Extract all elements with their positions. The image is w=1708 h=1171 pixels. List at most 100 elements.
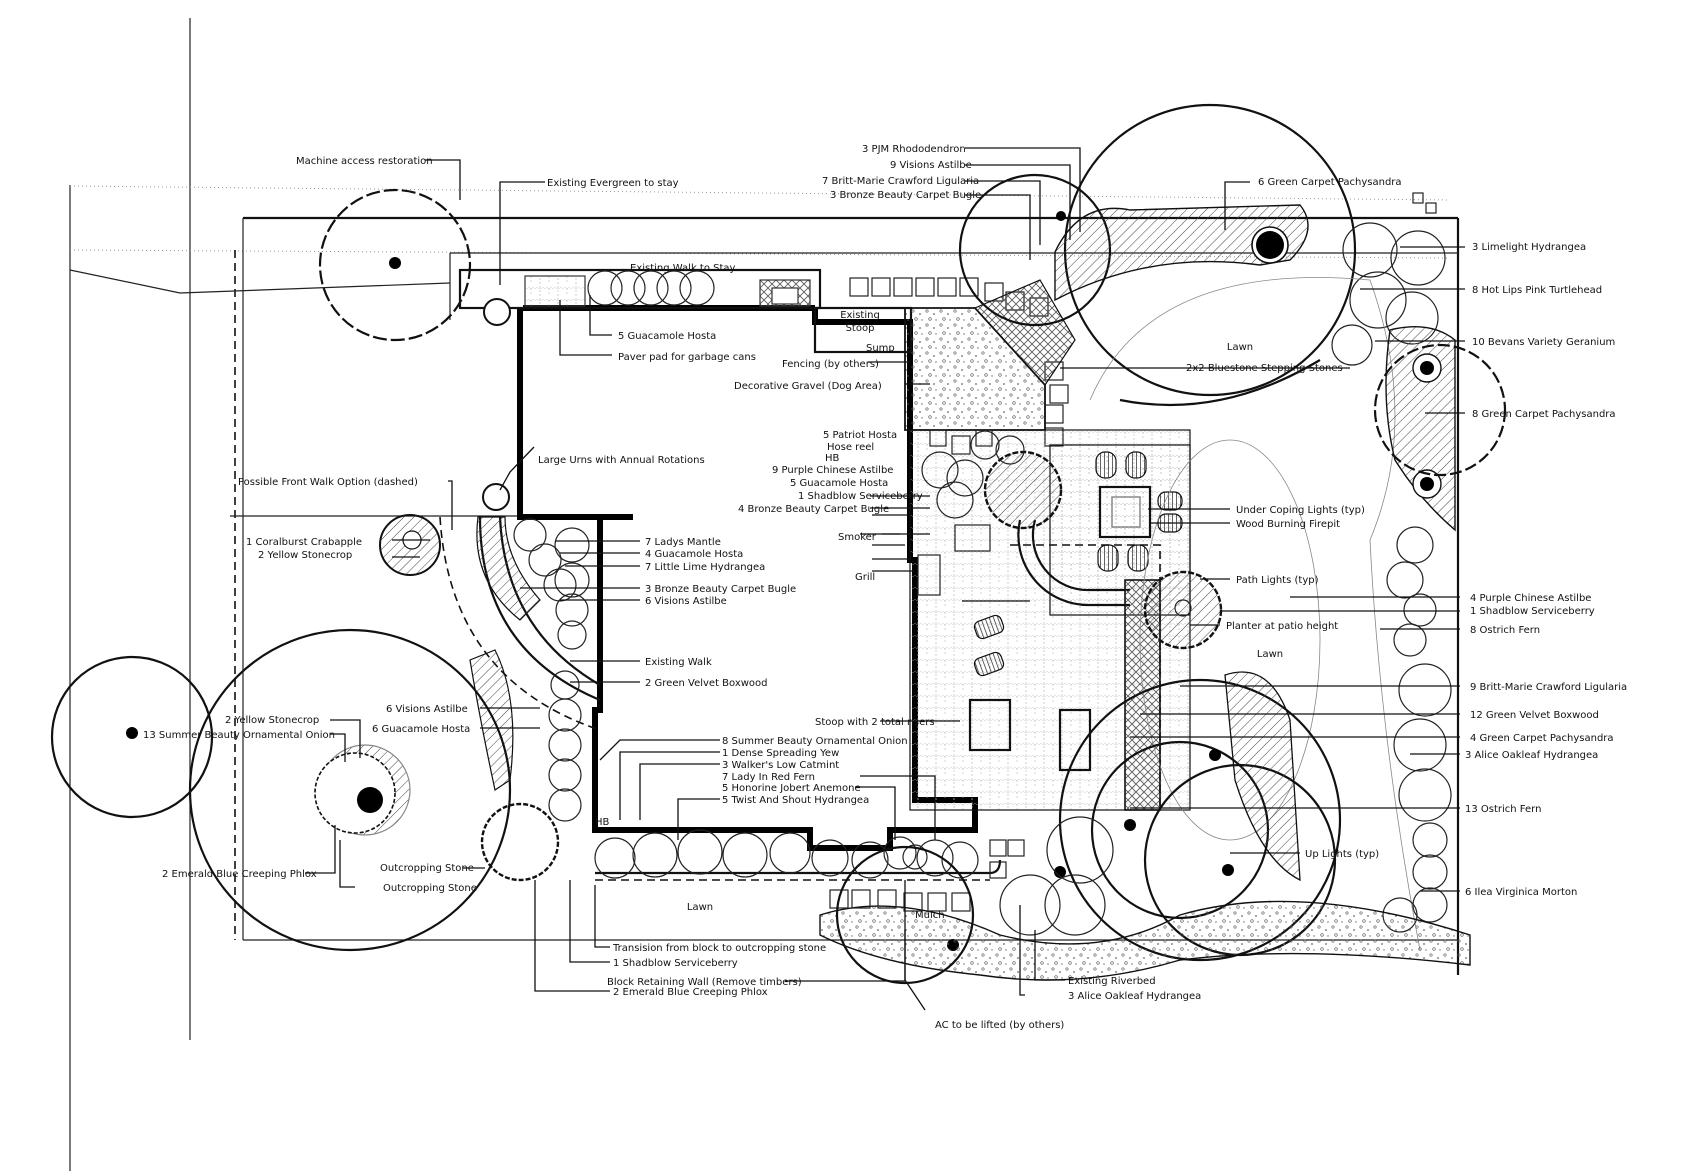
patio-north-shrubs [921, 429, 1025, 519]
label: 5 Honorine Jobert Anemone [722, 783, 861, 794]
label: 9 Britt-Marie Crawford Ligularia [1470, 682, 1627, 693]
south-bed [594, 829, 1025, 985]
label: 6 Green Carpet Pachysandra [1258, 177, 1402, 188]
label: 9 Purple Chinese Astilbe [772, 465, 893, 476]
existing-riverbed [819, 900, 1471, 981]
label: 8 Green Carpet Pachysandra [1472, 409, 1616, 420]
label: 9 Visions Astilbe [890, 160, 972, 171]
label: Up Lights (typ) [1305, 849, 1379, 860]
label: 3 Alice Oakleaf Hydrangea [1465, 750, 1598, 761]
label: 3 Alice Oakleaf Hydrangea [1068, 991, 1201, 1002]
curved-seat-wall [1017, 519, 1130, 607]
label: AC to be lifted (by others) [935, 1020, 1064, 1031]
label: 7 Ladys Mantle [645, 537, 721, 548]
label: 2 Emerald Blue Creeping Phlox [162, 869, 317, 880]
label: 6 Visions Astilbe [386, 704, 468, 715]
label: Outcropping Stone [383, 883, 477, 894]
label: Wood Burning Firepit [1236, 519, 1340, 530]
label: Block Retaining Wall (Remove timbers) [607, 977, 802, 988]
label: Existing Walk [645, 657, 712, 668]
label: 13 Ostrich Fern [1465, 804, 1541, 815]
label: Existing Evergreen to stay [547, 178, 679, 189]
front-bed [379, 298, 601, 882]
label: 7 Lady In Red Fern [722, 772, 815, 783]
label: 2 Yellow Stonecrop [225, 715, 319, 726]
lawn-label: Lawn [687, 902, 713, 913]
leader-lines [305, 147, 1465, 1011]
hosta-row [587, 270, 715, 306]
existing-evergreen [318, 188, 472, 342]
label: 4 Purple Chinese Astilbe [1470, 593, 1591, 604]
label: Stoop with 2 total risers [815, 717, 935, 728]
label: Hose reel [827, 442, 874, 453]
label: 6 Ilea Virginica Morton [1465, 887, 1577, 898]
label: 1 Shadblow Serviceberry [1470, 606, 1595, 617]
label: 13 Summer Beauty Ornamental Onion [143, 730, 335, 741]
label: 6 Guacamole Hosta [372, 724, 470, 735]
southeast-trees [947, 671, 1342, 962]
label: 8 Hot Lips Pink Turtlehead [1472, 285, 1602, 296]
northeast-trees [958, 103, 1446, 397]
label: 5 Twist And Shout Hydrangea [722, 795, 869, 806]
label: 3 Walker's Low Catmint [722, 760, 839, 771]
labels: Machine access restoration Existing Ever… [143, 144, 1627, 1031]
label: 7 Britt-Marie Crawford Ligularia [822, 176, 979, 187]
urn [483, 298, 511, 326]
east-bed [1373, 325, 1507, 933]
label: Smoker [838, 532, 877, 543]
label: 3 Limelight Hydrangea [1472, 242, 1586, 253]
label: 4 Guacamole Hosta [645, 549, 743, 560]
smoker [954, 524, 991, 552]
label: 5 Guacamole Hosta [790, 478, 888, 489]
label: 2 Emerald Blue Creeping Phlox [613, 987, 768, 998]
label: 1 Shadblow Serviceberry [798, 491, 923, 502]
lawn-label: Lawn [1227, 342, 1253, 353]
label: Transision from block to outcropping sto… [612, 943, 826, 954]
label: Decorative Gravel (Dog Area) [734, 381, 882, 392]
label: 4 Green Carpet Pachysandra [1470, 733, 1614, 744]
label: 8 Summer Beauty Ornamental Onion [722, 736, 908, 747]
firepit [1098, 485, 1152, 539]
hose-bib-label: HB [825, 453, 840, 464]
label: Machine access restoration [296, 156, 433, 167]
label: 5 Patriot Hosta [823, 430, 897, 441]
label: Grill [855, 572, 875, 583]
lawn-label: Lawn [1257, 649, 1283, 660]
label: 1 Coralburst Crabapple [246, 537, 362, 548]
label: Under Coping Lights (typ) [1236, 505, 1365, 516]
label: 7 Little Lime Hydrangea [645, 562, 765, 573]
label: 12 Green Velvet Boxwood [1470, 710, 1599, 721]
label: 8 Ostrich Fern [1470, 625, 1540, 636]
label: 2x2 Bluestone Stepping Stones [1186, 363, 1343, 374]
west-trees [50, 628, 512, 952]
label: 3 Bronze Beauty Carpet Bugle [830, 190, 981, 201]
existing-walk [458, 268, 822, 310]
label: Large Urns with Annual Rotations [538, 455, 705, 466]
label: Planter at patio height [1226, 621, 1338, 632]
label: 10 Bevans Variety Geranium [1472, 337, 1615, 348]
stoop-risers [968, 698, 1012, 752]
label: 2 Green Velvet Boxwood [645, 678, 768, 689]
label: 3 PJM Rhododendron [862, 144, 966, 155]
decorative-gravel-area [904, 279, 1076, 431]
label: 6 Visions Astilbe [645, 596, 727, 607]
label: Fencing (by others) [782, 359, 879, 370]
ac-unit [902, 844, 928, 870]
patio-serviceberry [983, 450, 1223, 650]
label: Existing Walk to Stay [630, 263, 736, 274]
stoop-label: Existing [840, 310, 880, 321]
grill [917, 554, 941, 596]
label: Sump [866, 343, 895, 354]
label: 2 Yellow Stonecrop [258, 550, 352, 561]
label: Existing Riverbed [1068, 976, 1156, 987]
mulch-label: Mulch [915, 910, 945, 921]
dining-table [1058, 708, 1092, 772]
label: 3 Bronze Beauty Carpet Bugle [645, 584, 796, 595]
hose-bib-label: HB [595, 817, 610, 828]
label: 5 Guacamole Hosta [618, 331, 716, 342]
label: 4 Bronze Beauty Carpet Bugle [738, 504, 889, 515]
label: Outcropping Stone [380, 863, 474, 874]
label: 1 Dense Spreading Yew [722, 748, 839, 759]
label: Path Lights (typ) [1236, 575, 1319, 586]
